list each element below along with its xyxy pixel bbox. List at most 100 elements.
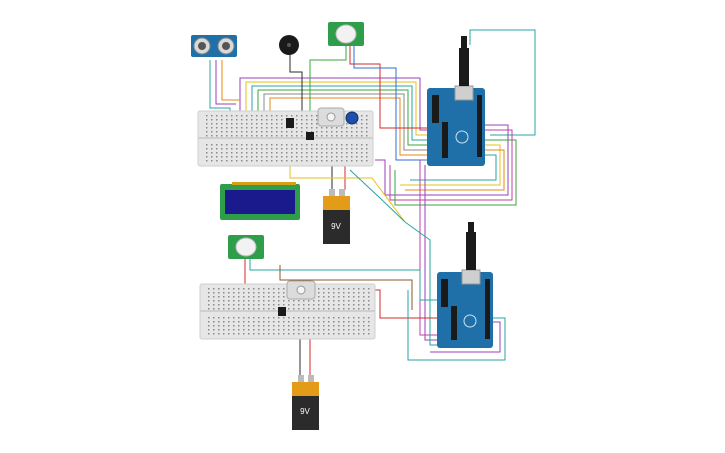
breadboard-hole	[233, 333, 235, 335]
breadboard-hole	[293, 308, 295, 310]
breadboard-hole	[298, 325, 300, 327]
breadboard-hole	[206, 115, 208, 117]
breadboard-hole	[346, 156, 348, 158]
breadboard-hole	[358, 321, 360, 323]
wire	[424, 165, 438, 341]
breadboard-hole	[231, 148, 233, 150]
breadboard-hole	[358, 292, 360, 294]
breadboard-hole	[218, 308, 220, 310]
breadboard-hole	[353, 333, 355, 335]
breadboard-hole	[221, 131, 223, 133]
breadboard-hole	[363, 308, 365, 310]
breadboard-hole	[293, 329, 295, 331]
breadboard-hole	[263, 296, 265, 298]
breadboard-hole	[316, 156, 318, 158]
breadboard-hole	[263, 308, 265, 310]
breadboard-hole	[336, 144, 338, 146]
pir-sensor-bottom-icon[interactable]	[228, 235, 264, 259]
breadboard-hole	[323, 325, 325, 327]
breadboard-hole	[351, 131, 353, 133]
breadboard-hole	[231, 131, 233, 133]
breadboard-hole	[306, 123, 308, 125]
breadboard-hole	[248, 333, 250, 335]
breadboard-hole	[218, 296, 220, 298]
ultrasonic-sensor-icon[interactable]	[191, 35, 237, 57]
breadboard-hole	[361, 144, 363, 146]
breadboard-hole	[293, 321, 295, 323]
arduino-uno-bottom-icon[interactable]	[437, 222, 493, 348]
breadboard-hole	[236, 115, 238, 117]
breadboard-hole	[226, 160, 228, 162]
breadboard-bottom[interactable]	[199, 283, 376, 340]
buzzer-icon[interactable]	[279, 35, 299, 55]
breadboard-hole	[361, 160, 363, 162]
breadboard-hole	[361, 156, 363, 158]
battery-top-icon[interactable]: 9V	[323, 189, 350, 244]
breadboard-hole	[306, 160, 308, 162]
breadboard-hole	[318, 317, 320, 319]
breadboard-hole	[353, 304, 355, 306]
potentiometer-icon[interactable]	[345, 111, 359, 125]
breadboard-hole	[238, 325, 240, 327]
breadboard-hole	[338, 308, 340, 310]
breadboard-hole	[226, 144, 228, 146]
breadboard-hole	[323, 308, 325, 310]
breadboard-hole	[326, 135, 328, 137]
breadboard-hole	[223, 321, 225, 323]
breadboard-hole	[311, 148, 313, 150]
breadboard-hole	[288, 325, 290, 327]
wire	[404, 221, 438, 346]
breadboard-hole	[266, 144, 268, 146]
breadboard-hole	[303, 300, 305, 302]
breadboard-hole	[346, 152, 348, 154]
dc-motor-top-icon[interactable]	[317, 107, 345, 127]
breadboard-hole	[356, 123, 358, 125]
breadboard-hole	[296, 131, 298, 133]
breadboard-hole	[338, 317, 340, 319]
breadboard-hole	[298, 329, 300, 331]
breadboard-hole	[353, 325, 355, 327]
breadboard-hole	[313, 304, 315, 306]
wire	[349, 169, 406, 223]
lcd-display-icon[interactable]	[220, 182, 300, 220]
breadboard-hole	[283, 317, 285, 319]
breadboard-hole	[223, 325, 225, 327]
wire	[407, 290, 506, 361]
breadboard-hole	[258, 317, 260, 319]
breadboard-hole	[276, 156, 278, 158]
breadboard-hole	[208, 333, 210, 335]
breadboard-hole	[368, 321, 370, 323]
breadboard-hole	[211, 148, 213, 150]
breadboard-hole	[326, 144, 328, 146]
breadboard-hole	[271, 119, 273, 121]
breadboard-hole	[256, 148, 258, 150]
breadboard-hole	[296, 144, 298, 146]
breadboard-hole	[266, 148, 268, 150]
breadboard-hole	[211, 160, 213, 162]
breadboard-hole	[258, 292, 260, 294]
breadboard-hole	[266, 156, 268, 158]
breadboard-hole	[331, 144, 333, 146]
breadboard-hole	[281, 156, 283, 158]
battery-bottom-icon[interactable]: 9V	[292, 375, 319, 430]
breadboard-hole	[273, 288, 275, 290]
breadboard-hole	[301, 123, 303, 125]
pir-sensor-top-icon[interactable]	[328, 22, 364, 46]
breadboard-hole	[271, 123, 273, 125]
breadboard-hole	[331, 152, 333, 154]
breadboard-hole	[253, 317, 255, 319]
breadboard-hole	[268, 325, 270, 327]
breadboard-hole	[238, 321, 240, 323]
breadboard-hole	[221, 160, 223, 162]
dc-motor-bottom-icon[interactable]	[286, 280, 316, 300]
breadboard-hole	[296, 148, 298, 150]
wire	[375, 289, 438, 319]
breadboard-hole	[276, 119, 278, 121]
breadboard-hole	[231, 160, 233, 162]
breadboard-hole	[251, 127, 253, 129]
breadboard-hole	[241, 131, 243, 133]
arduino-uno-top-icon[interactable]	[427, 36, 485, 166]
breadboard-hole	[298, 333, 300, 335]
transistor-icon[interactable]	[278, 118, 314, 316]
